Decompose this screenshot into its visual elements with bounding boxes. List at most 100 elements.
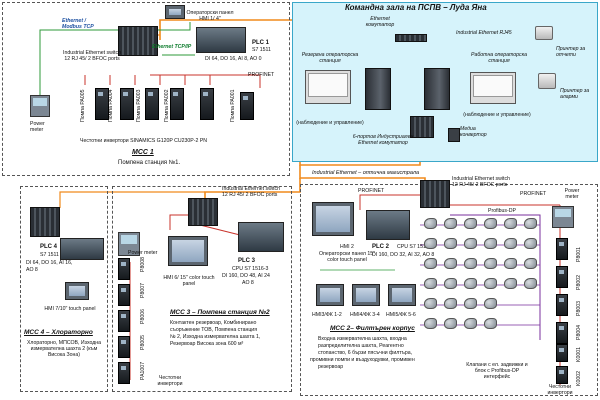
mcc1-pump-5: Помпа РА001 bbox=[230, 89, 236, 122]
mcc2-plc-icon bbox=[366, 210, 410, 240]
valve-actuator-icon bbox=[504, 258, 517, 269]
mcc3-pump-5: PA1007 bbox=[140, 361, 146, 380]
mcc3-plc-icon bbox=[238, 222, 284, 252]
mcc1-vfd-6 bbox=[240, 92, 254, 120]
mcc3-vfd-4 bbox=[118, 336, 130, 358]
mcc2-power-meter: Power meter bbox=[564, 188, 580, 200]
valve-actuator-icon bbox=[424, 278, 437, 289]
mcc1-subtitle: Помпена станция №1. bbox=[118, 160, 181, 166]
media-converter-label: Медиа конвертор bbox=[460, 126, 487, 138]
mcc2-desc2: разпределителна шахта, Реагентно bbox=[318, 343, 404, 349]
mcc4-plc-icon bbox=[60, 238, 104, 260]
mcc3-plc-line2: DI 160, DO 48, AI 24 bbox=[222, 273, 270, 279]
mcc3-desc1: Контактен резервоар, Комбинирано bbox=[170, 320, 257, 326]
mcc3-vfd-2 bbox=[118, 284, 130, 306]
mcc1-vfd-3 bbox=[145, 88, 159, 120]
mcc1-vfd-1 bbox=[95, 88, 109, 120]
mcc1-ethernet-tcpip: Ethernet TCP/IP bbox=[152, 44, 192, 50]
mcc3-plc-line3: AO 8 bbox=[242, 280, 254, 286]
ind-switch-6-icon bbox=[410, 116, 434, 138]
mcc3-pump-2: P8007 bbox=[140, 282, 146, 298]
printer-alarms-label: Принтер за аларми bbox=[560, 88, 590, 100]
mcc1-vfd-4 bbox=[170, 88, 184, 120]
mcc2-vfd-6 bbox=[556, 366, 568, 384]
mcc2-hmi-fk-2-icon bbox=[352, 284, 380, 306]
mcc1-pump-2: Помпа РА004 bbox=[108, 89, 114, 122]
mcc3-pump-1: P8008 bbox=[140, 256, 146, 272]
mcc4-plc-title: PLC 4 bbox=[40, 244, 58, 250]
valve-actuator-icon bbox=[424, 218, 437, 229]
mcc3-power-meter: Power meter bbox=[128, 250, 158, 256]
mcc1-plc-title: PLC 1 bbox=[252, 40, 270, 46]
valve-actuator-icon bbox=[464, 298, 477, 309]
backbone-label: Industrial Ethernet – оптична магистрала bbox=[312, 170, 420, 176]
mcc2-hmi2-icon bbox=[312, 202, 354, 236]
mcc2-valves-note: Клапани с ел. задвижки и блок с Profibus… bbox=[466, 362, 528, 380]
reserve-server-icon bbox=[365, 68, 391, 110]
valve-actuator-icon bbox=[444, 218, 457, 229]
mcc3-plc-line1: CPU S7 1516-3 bbox=[232, 266, 269, 272]
mcc2-plc-title: PLC 2 bbox=[372, 244, 390, 250]
mcc2-vfd-1 bbox=[556, 238, 568, 260]
mcc2-pump-2: P8002 bbox=[576, 274, 582, 290]
valve-actuator-icon bbox=[464, 218, 477, 229]
industrial-rj45-label: Industrial Ethernet RJ45 bbox=[456, 30, 512, 36]
valve-actuator-icon bbox=[524, 278, 537, 289]
mcc1-ethernet-modbus: Ethernet / Modbus TCP bbox=[62, 18, 94, 30]
mcc1-vfd-5 bbox=[200, 88, 214, 120]
mcc3-inverters: Честотни инвертори bbox=[157, 375, 183, 387]
valve-actuator-icon bbox=[484, 298, 497, 309]
valve-actuator-icon bbox=[444, 258, 457, 269]
mcc3-desc3: № 2, Изходна измервателна шахта 1, bbox=[170, 334, 261, 340]
ethernet-switch-icon bbox=[395, 34, 427, 42]
mcc3-hmi-label: HMI 6/ 15" color touch panel bbox=[163, 275, 215, 287]
mcc3-desc2: съоръжение ТОВ, Помпена станция bbox=[170, 327, 258, 333]
valve-actuator-icon bbox=[444, 278, 457, 289]
mcc1-pump-3: Помпа РА003 bbox=[136, 89, 142, 122]
work-station-label: Работна операторска станция bbox=[470, 52, 527, 64]
mcc4-plc-line2: DI 64, DO 16, AI 16, bbox=[26, 260, 73, 266]
mcc3-panel bbox=[112, 186, 292, 392]
mcc2-vfd-4 bbox=[556, 322, 568, 344]
mcc3-plc-title: PLC 3 bbox=[238, 258, 256, 264]
mcc4-switch-icon bbox=[30, 207, 60, 237]
mcc2-pump-3: P8003 bbox=[576, 300, 582, 316]
mcc1-power-meter-icon bbox=[30, 95, 50, 117]
reserve-monitor-icon bbox=[305, 70, 351, 104]
mcc1-plc-line2: DI 64, DO 16, AI 8, AO 0 bbox=[205, 56, 262, 62]
profinet-mcc1-drops bbox=[84, 75, 211, 85]
mcc3-pump-3: P8006 bbox=[140, 308, 146, 324]
valve-actuator-icon bbox=[424, 318, 437, 329]
mcc1-plc-icon bbox=[196, 27, 246, 53]
mcc2-pump-4: P8004 bbox=[576, 324, 582, 340]
profinet-mcc1 bbox=[150, 74, 261, 88]
mcc2-vfd-3 bbox=[556, 294, 568, 316]
mcc2-switch-icon bbox=[420, 180, 450, 208]
mcc2-inverters: Честотни инвертори bbox=[547, 384, 573, 396]
mcc3-pump-4: P8005 bbox=[140, 334, 146, 350]
mcc1-profinet: PROFINET bbox=[248, 72, 275, 78]
profinet-mcc3 bbox=[169, 214, 241, 236]
mcc2-power-meter-icon bbox=[552, 206, 574, 228]
mcc4-plc-line1: S7 1511 bbox=[40, 252, 59, 258]
profibus-mcc2-rows bbox=[420, 224, 540, 326]
mcc1-switch-text: Industrial Ethernet switch 12 RJ 45/ 2 B… bbox=[63, 50, 121, 62]
work-server-icon bbox=[424, 68, 450, 110]
mcc2-hmi-fk-3: НМI5/ФК 5-6 bbox=[386, 312, 416, 318]
printer-alarms-icon bbox=[538, 73, 556, 89]
mcc1-switch-icon bbox=[118, 26, 158, 56]
mcc1-inverters: Честотни инвертори SINAMICS G120P CU230P… bbox=[80, 138, 208, 144]
mcc2-hmi-fk-1: НМI3/ФК 1-2 bbox=[312, 312, 342, 318]
valve-actuator-icon bbox=[484, 278, 497, 289]
mcc3-power-meter-icon bbox=[118, 232, 140, 256]
mcc2-desc3: стопанство, 6 бързи пясъчни филтъра, bbox=[318, 350, 413, 356]
valve-actuator-icon bbox=[484, 258, 497, 269]
mcc1-pump-4: Помпа РА002 bbox=[164, 89, 170, 122]
printer-reports-icon bbox=[535, 26, 553, 40]
mcc2-profinet-a: PROFINET bbox=[358, 188, 385, 194]
valve-actuator-icon bbox=[424, 238, 437, 249]
ethernet-switch-label: Ethernet комутатор bbox=[365, 16, 395, 28]
control-room-title: Командна зала на ПСПВ – Луда Яна bbox=[345, 3, 487, 12]
valve-actuator-icon bbox=[444, 298, 457, 309]
mcc2-hmi2-title: HMI 2 bbox=[340, 244, 354, 250]
